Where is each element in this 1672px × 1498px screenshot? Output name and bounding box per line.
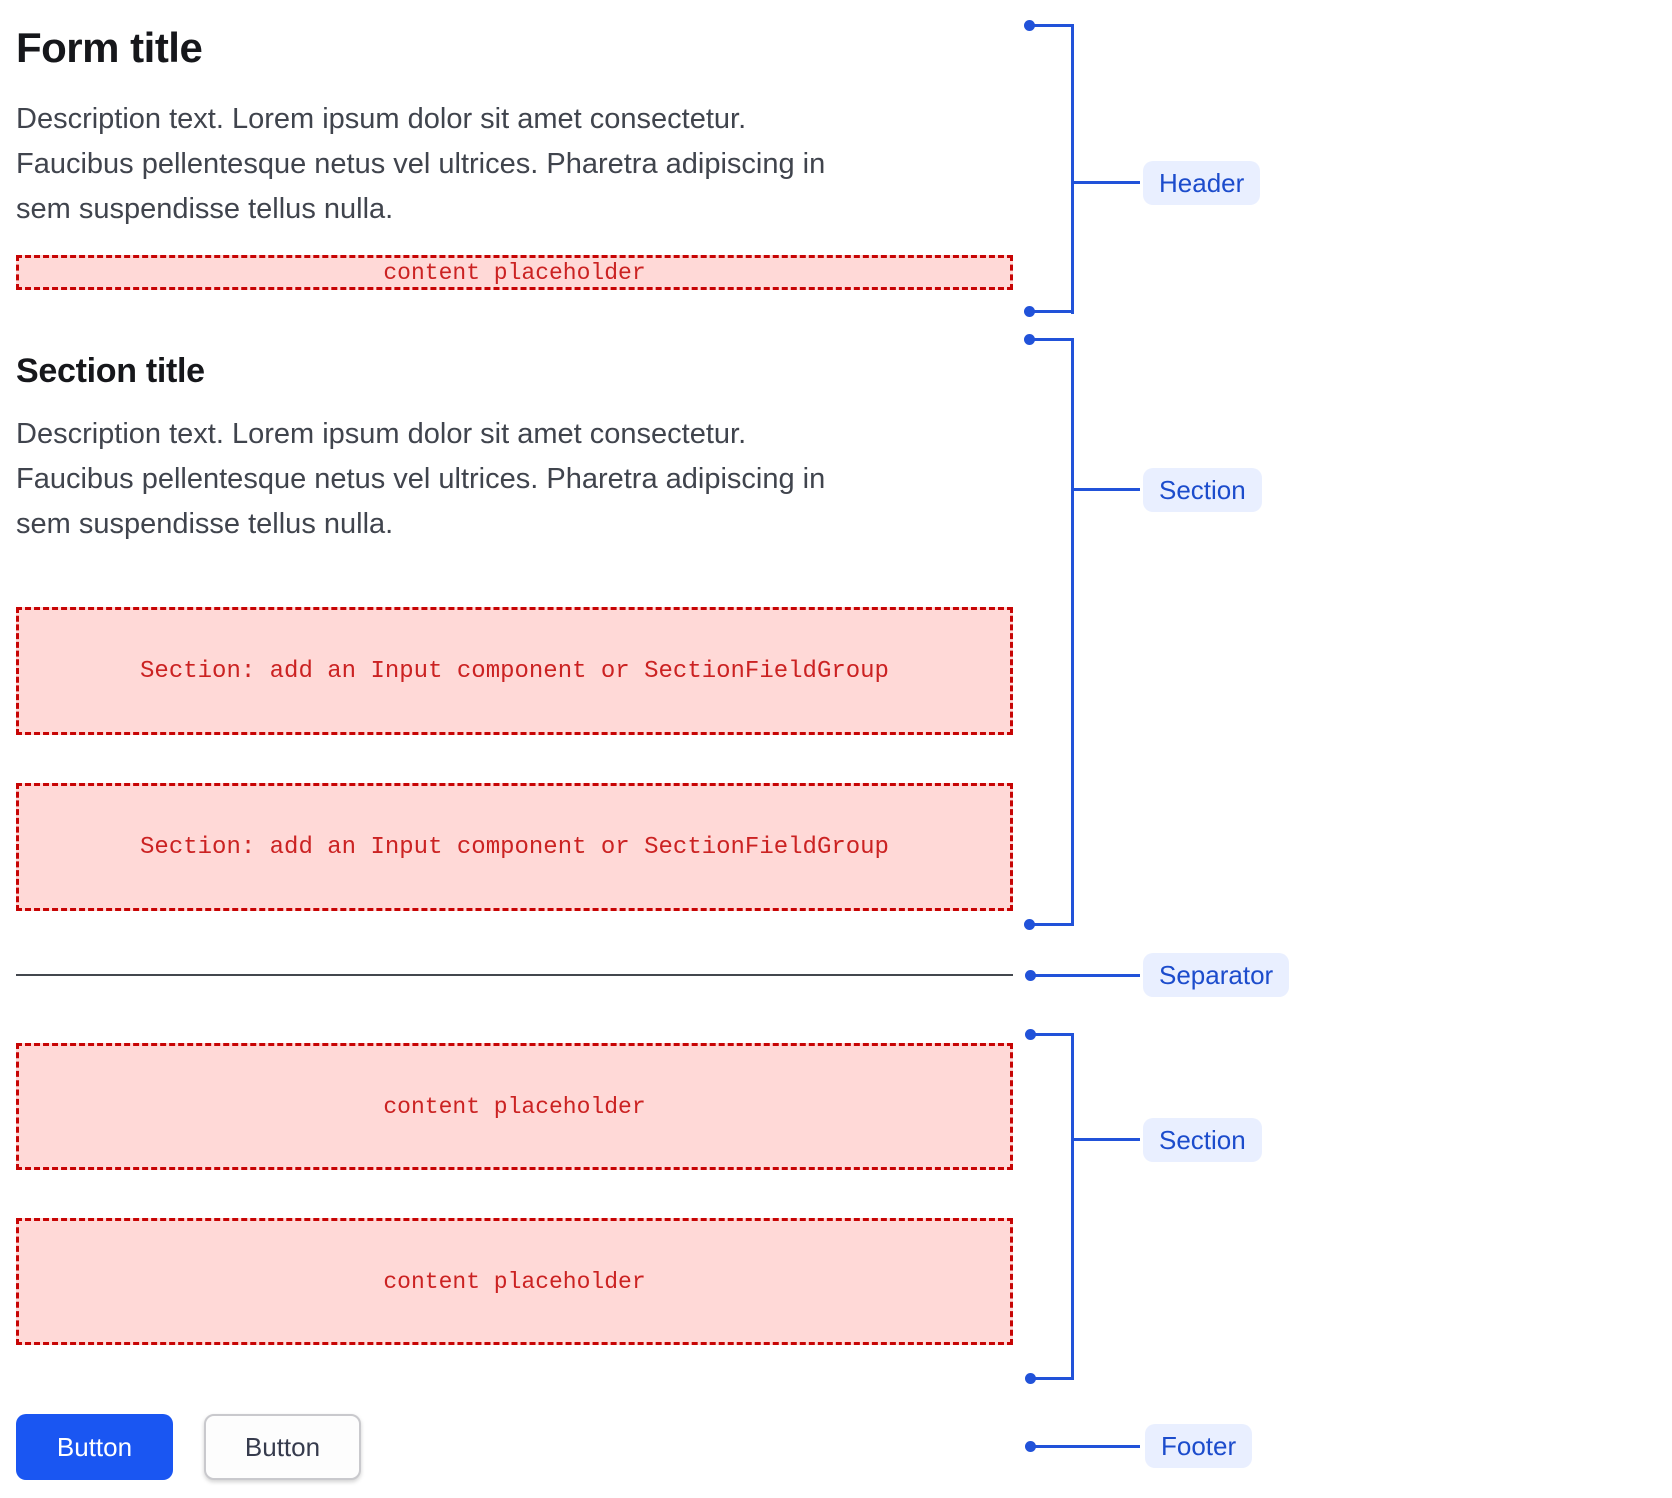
primary-button[interactable]: Button	[16, 1414, 173, 1480]
bracket-line	[1071, 1033, 1074, 1380]
bracket-line	[1029, 24, 1074, 27]
secondary-button[interactable]: Button	[204, 1414, 361, 1480]
bracket-line	[1029, 310, 1074, 313]
form-title: Form title	[16, 24, 203, 71]
section-annotation-label: Section	[1143, 1118, 1262, 1162]
section-title: Section title	[16, 352, 205, 390]
form-description: Description text. Lorem ipsum dolor sit …	[16, 97, 825, 232]
description-line: Description text. Lorem ipsum dolor sit …	[16, 418, 747, 450]
anchor-dot	[1024, 306, 1035, 317]
placeholder-label: Section: add an Input component or Secti…	[140, 657, 889, 685]
label-connector-line	[1071, 181, 1140, 184]
anchor-dot	[1024, 919, 1035, 930]
bracket-line	[1030, 1377, 1074, 1380]
anchor-dot	[1025, 1373, 1036, 1384]
section-fieldgroup-placeholder-1: Section: add an Input component or Secti…	[16, 607, 1013, 735]
description-line: Faucibus pellentesque netus vel ultrices…	[16, 463, 826, 495]
footer-annotation-label: Footer	[1145, 1424, 1253, 1468]
header-content-placeholder: content placeholder	[16, 255, 1013, 290]
section-description: Description text. Lorem ipsum dolor sit …	[16, 412, 825, 547]
placeholder-label: content placeholder	[383, 1093, 646, 1120]
bracket-line	[1071, 24, 1074, 314]
separator-line	[16, 974, 1013, 976]
description-line: Description text. Lorem ipsum dolor sit …	[16, 103, 747, 135]
section-fieldgroup-placeholder-2: Section: add an Input component or Secti…	[16, 783, 1013, 911]
label-connector-line	[1030, 974, 1140, 977]
label-connector-line	[1071, 1138, 1140, 1141]
description-line: sem suspendisse tellus nulla.	[16, 193, 394, 225]
description-line: Faucibus pellentesque netus vel ultrices…	[16, 148, 826, 180]
header-annotation-label: Header	[1143, 161, 1261, 205]
description-line: sem suspendisse tellus nulla.	[16, 508, 394, 540]
placeholder-label: content placeholder	[383, 1268, 646, 1295]
placeholder-label: Section: add an Input component or Secti…	[140, 833, 889, 861]
bracket-line	[1030, 1033, 1074, 1036]
separator-annotation-label: Separator	[1143, 953, 1290, 997]
label-connector-line	[1071, 488, 1140, 491]
section2-content-placeholder-2: content placeholder	[16, 1218, 1013, 1345]
section2-content-placeholder-1: content placeholder	[16, 1043, 1013, 1170]
bracket-line	[1029, 338, 1074, 341]
bracket-line	[1071, 338, 1074, 926]
placeholder-label: content placeholder	[383, 259, 646, 286]
bracket-line	[1029, 923, 1074, 926]
label-connector-line	[1030, 1445, 1140, 1448]
section-annotation-label: Section	[1143, 468, 1262, 512]
